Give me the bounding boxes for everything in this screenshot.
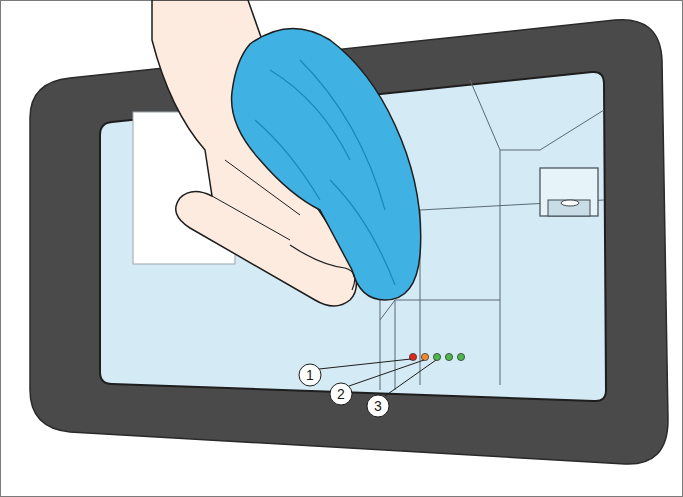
cartridge	[540, 168, 598, 216]
interior-line	[470, 80, 604, 150]
orange-led	[421, 353, 428, 360]
callout-number: 2	[330, 383, 352, 405]
interior-line	[380, 300, 395, 390]
callout-number: 3	[367, 395, 389, 417]
status-leds	[409, 353, 464, 360]
callout-number: 1	[299, 364, 321, 386]
cartridge-base	[548, 200, 590, 216]
callout-circle	[367, 395, 389, 417]
interior-line	[500, 150, 501, 385]
callout-circle	[330, 383, 352, 405]
green-led	[457, 353, 464, 360]
finger-tip	[290, 245, 355, 290]
leader-line	[385, 360, 436, 396]
cloth-folds	[255, 60, 395, 285]
green-led	[433, 353, 440, 360]
callout-circles	[299, 364, 389, 417]
cartridge-knob	[561, 200, 579, 206]
callout-circle	[299, 364, 321, 386]
interior-line	[395, 300, 500, 301]
leader-line	[319, 359, 411, 369]
device-frame	[30, 20, 668, 464]
green-led	[445, 353, 452, 360]
cartridge-body	[540, 168, 598, 216]
cleaning-cloth	[232, 28, 421, 300]
leader-line	[349, 360, 424, 386]
